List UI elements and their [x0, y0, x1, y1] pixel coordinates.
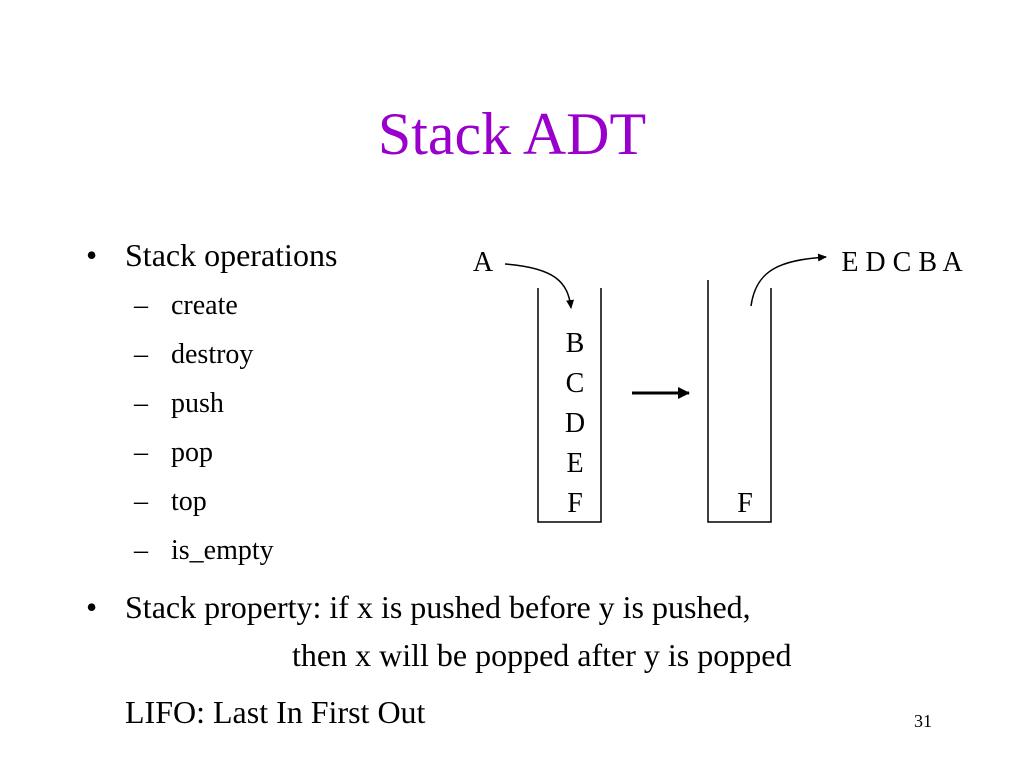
dash-marker: – [134, 290, 148, 321]
left-stack-item: F [567, 488, 583, 519]
right-stack-container [707, 280, 772, 523]
lifo-text: LIFO: Last In First Out [125, 694, 426, 730]
right-stack-item: F [737, 488, 753, 519]
left-stack-container [537, 288, 602, 523]
left-stack-item: B [566, 328, 585, 359]
slide-title: Stack ADT [377, 101, 647, 167]
left-stack-item: E [566, 448, 583, 479]
subitem-text: pop [171, 437, 213, 468]
subitem-text: destroy [171, 339, 254, 370]
left-stack-item: D [565, 408, 585, 439]
dash-marker: – [134, 388, 148, 419]
dash-marker: – [134, 535, 148, 566]
bullet-text: Stack operations [125, 237, 338, 273]
bullet-marker: • [86, 237, 98, 273]
pop-arrow [750, 253, 827, 307]
outgoing-label: E D C B A [841, 247, 963, 278]
page-number: 31 [914, 711, 932, 731]
push-arrow [504, 263, 575, 309]
incoming-label: A [473, 247, 494, 278]
dash-marker: – [134, 339, 148, 370]
subitem-text: push [171, 388, 224, 419]
left-stack-item: C [566, 368, 585, 399]
bullet-continuation: then x will be popped after y is popped [292, 637, 792, 673]
subitem-text: is_empty [171, 535, 274, 566]
subitem-text: create [171, 290, 238, 321]
dash-marker: – [134, 486, 148, 517]
bullet-marker: • [86, 589, 98, 625]
bullet-text: Stack property: if x is pushed before y … [125, 589, 751, 625]
dash-marker: – [134, 437, 148, 468]
subitem-text: top [171, 486, 207, 517]
